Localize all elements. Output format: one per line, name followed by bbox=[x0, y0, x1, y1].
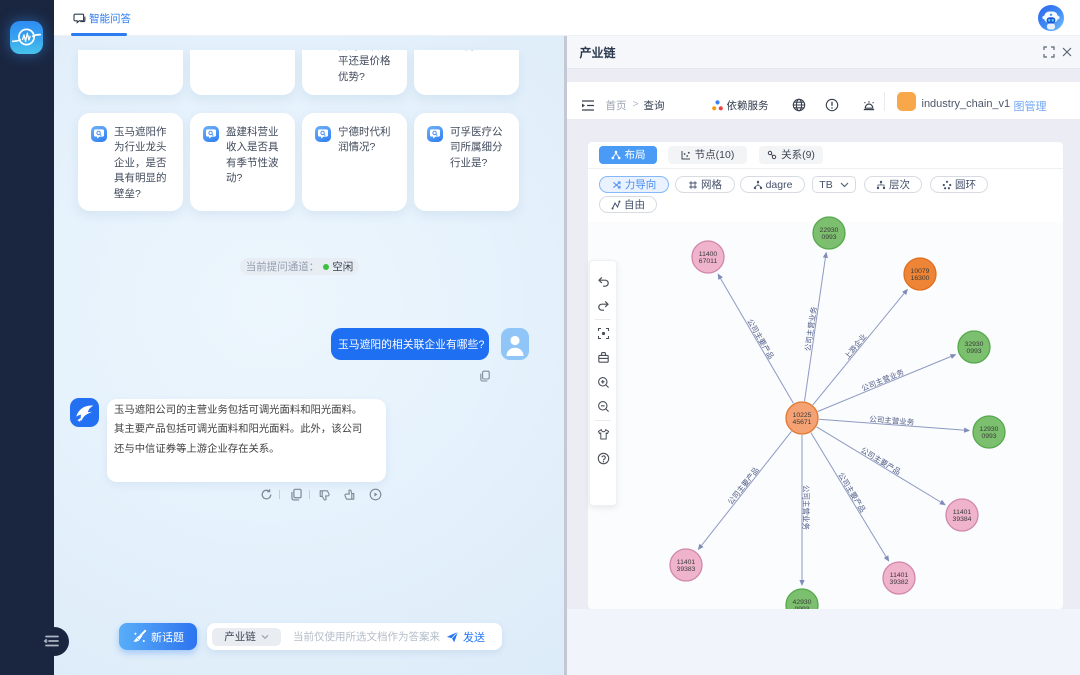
svg-text:11401: 11401 bbox=[677, 559, 696, 566]
svg-text:22930: 22930 bbox=[820, 227, 839, 234]
svg-text:32930: 32930 bbox=[965, 341, 984, 348]
svg-text:10225: 10225 bbox=[793, 412, 812, 419]
svg-text:11401: 11401 bbox=[890, 572, 909, 579]
svg-text:公司主营业务: 公司主营业务 bbox=[802, 485, 812, 530]
svg-text:39382: 39382 bbox=[890, 579, 909, 586]
svg-text:0993: 0993 bbox=[981, 433, 996, 440]
svg-text:公司主营业务: 公司主营业务 bbox=[869, 414, 915, 427]
svg-text:11401: 11401 bbox=[953, 509, 972, 516]
svg-text:0993: 0993 bbox=[794, 606, 809, 609]
svg-text:39383: 39383 bbox=[677, 566, 696, 573]
svg-text:10079: 10079 bbox=[911, 268, 930, 275]
svg-text:公司主营业务: 公司主营业务 bbox=[860, 366, 906, 393]
svg-text:42930: 42930 bbox=[793, 599, 812, 606]
svg-text:16300: 16300 bbox=[911, 275, 930, 282]
svg-text:39384: 39384 bbox=[953, 516, 972, 523]
svg-text:公司主要产品: 公司主要产品 bbox=[745, 317, 776, 361]
svg-text:45671: 45671 bbox=[793, 419, 812, 426]
svg-text:公司主要产品: 公司主要产品 bbox=[836, 470, 868, 514]
svg-text:公司主要产品: 公司主要产品 bbox=[859, 445, 903, 477]
svg-text:0993: 0993 bbox=[966, 348, 981, 355]
svg-text:公司主要产品: 公司主要产品 bbox=[725, 465, 761, 507]
svg-text:12930: 12930 bbox=[980, 426, 999, 433]
svg-text:67011: 67011 bbox=[699, 258, 718, 265]
svg-text:0993: 0993 bbox=[821, 234, 836, 241]
svg-text:公司主营业务: 公司主营业务 bbox=[802, 305, 818, 351]
svg-text:上游企业: 上游企业 bbox=[842, 331, 869, 361]
svg-text:11400: 11400 bbox=[699, 251, 718, 258]
